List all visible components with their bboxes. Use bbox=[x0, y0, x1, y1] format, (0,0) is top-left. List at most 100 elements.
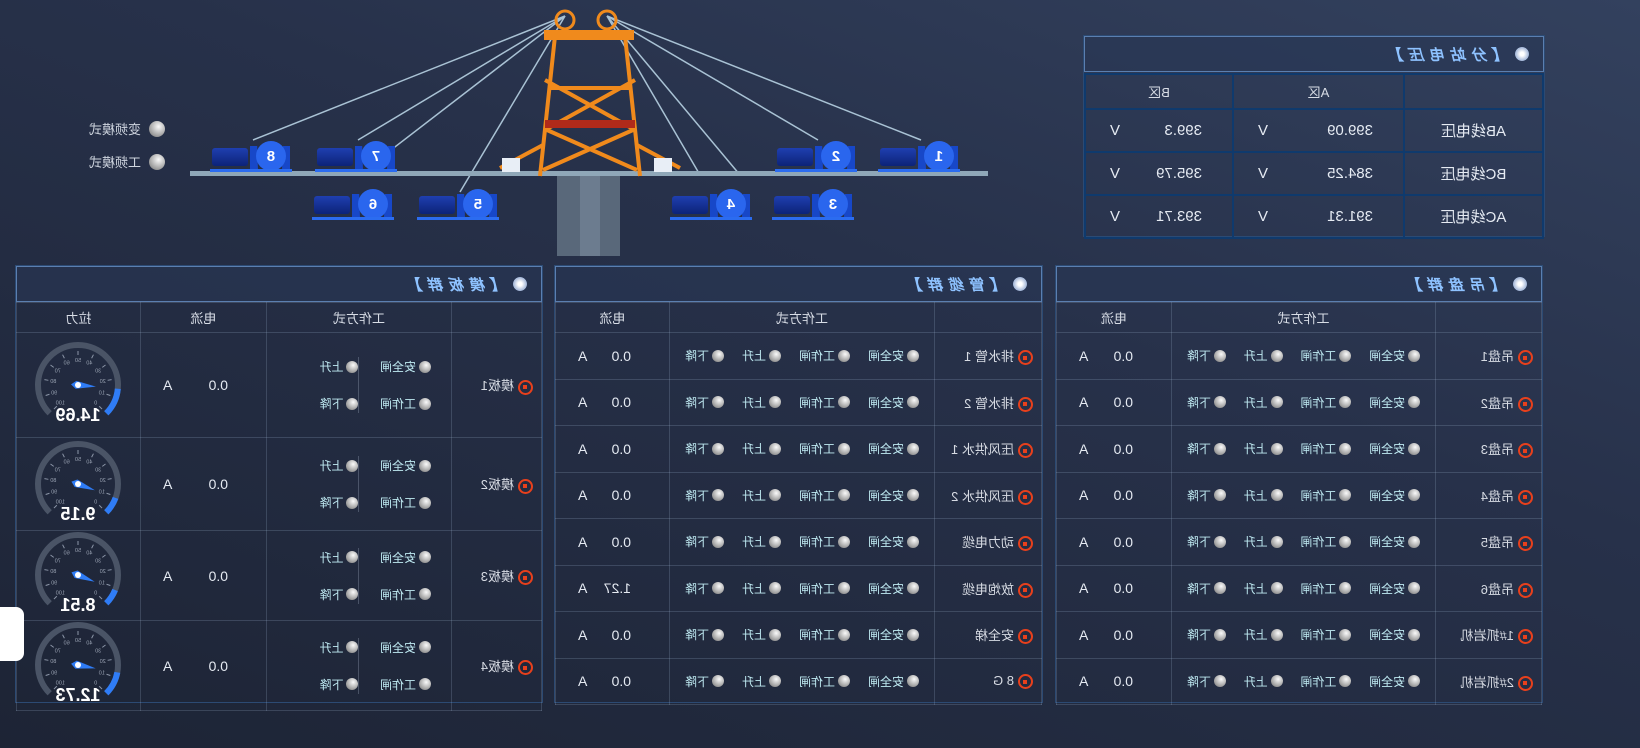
device-name: 模板1 bbox=[480, 378, 514, 394]
gauge-tick-label: 40 bbox=[87, 641, 93, 647]
winch-3[interactable]: 3 bbox=[772, 186, 854, 220]
status-lamp-icon bbox=[712, 489, 725, 502]
tower-banner bbox=[545, 120, 635, 128]
mode-label: 工作闸 bbox=[1300, 349, 1337, 364]
winch-1[interactable]: 1 bbox=[878, 138, 960, 172]
voltage-label: AC线电压 bbox=[1404, 195, 1543, 238]
winch-4[interactable]: 4 bbox=[670, 186, 752, 220]
gauge-tick-label: 20 bbox=[100, 659, 106, 665]
status-lamp-icon bbox=[712, 535, 725, 548]
winch-number: 5 bbox=[463, 189, 493, 219]
side-popup-tab[interactable] bbox=[0, 607, 24, 661]
mode-safety: 安全闸 bbox=[1369, 440, 1421, 457]
winch-number: 8 bbox=[256, 141, 286, 171]
gauge-tick-label: 30 bbox=[96, 558, 102, 564]
winch-5[interactable]: 5 bbox=[417, 186, 499, 220]
gauge-tick-label: 90 bbox=[52, 671, 58, 677]
gauge-tick-label: 70 bbox=[55, 648, 61, 654]
unit: A bbox=[163, 476, 173, 492]
gauge-tick bbox=[108, 477, 113, 480]
status-lamp-icon bbox=[907, 489, 920, 502]
winch-7[interactable]: 7 bbox=[315, 138, 397, 172]
gauge-tick-label: 20 bbox=[100, 569, 106, 575]
current-value: 0.0 bbox=[1113, 626, 1133, 643]
mode-safety: 安全闸 bbox=[1369, 673, 1421, 690]
status-lamp-icon bbox=[346, 459, 359, 472]
mode-safety: 安全闸 bbox=[1369, 394, 1421, 411]
device-name-cell: 安全梯 bbox=[934, 611, 1042, 658]
device-name-cell: 模板3 bbox=[451, 530, 542, 621]
work-mode-cell: 安全闸工作闸上升下降 bbox=[1171, 332, 1436, 379]
gauge-tick bbox=[54, 595, 58, 600]
work-mode-cell: 安全闸工作闸上升下降 bbox=[1171, 518, 1436, 565]
status-lamp-icon bbox=[838, 349, 851, 362]
mode-label: 下降 bbox=[1186, 395, 1211, 410]
mode-label: 安全闸 bbox=[379, 360, 416, 374]
gauge-tick-label: 70 bbox=[55, 467, 61, 473]
mode-up: 上升 bbox=[742, 347, 782, 364]
status-lamp-icon bbox=[1339, 396, 1352, 409]
mode-down: 下降 bbox=[685, 440, 725, 457]
alarm-indicator-icon bbox=[518, 570, 533, 586]
device-name-cell: 1#抓岩机 bbox=[1435, 611, 1542, 658]
voltage-value: 393.71 bbox=[1156, 208, 1202, 225]
mode-label: 工作闸 bbox=[799, 395, 836, 410]
work-mode-cell: 安全闸上升工作闸下降 bbox=[266, 332, 452, 438]
winch-6[interactable]: 6 bbox=[312, 186, 394, 220]
device-name-cell: 吊盘1 bbox=[1435, 332, 1542, 379]
mode-work: 工作闸 bbox=[1300, 533, 1352, 550]
speaker-icon bbox=[1515, 47, 1529, 61]
gauge-tick bbox=[91, 634, 95, 639]
status-lamp-icon bbox=[1339, 535, 1352, 548]
legend-label: 工频模式 bbox=[88, 155, 141, 170]
status-lamp-icon bbox=[1270, 349, 1283, 362]
winch-2[interactable]: 2 bbox=[775, 138, 857, 172]
winch-8[interactable]: 8 bbox=[210, 138, 292, 172]
status-lamp-icon bbox=[419, 678, 431, 690]
mode-up: 上升 bbox=[287, 549, 359, 566]
col-header: 工作方式 bbox=[1171, 302, 1436, 333]
mode-label: 工作闸 bbox=[1300, 628, 1337, 643]
gauge-tick bbox=[50, 554, 55, 558]
mode-label: 下降 bbox=[685, 488, 710, 503]
work-mode-cell: 安全闸工作闸上升下降 bbox=[1171, 611, 1436, 658]
mode-label: 安全闸 bbox=[1369, 674, 1406, 689]
col-header: 工作方式 bbox=[266, 302, 452, 333]
mode-safety: 安全闸 bbox=[868, 673, 920, 690]
gauge-tick bbox=[50, 644, 55, 648]
device-name: 压风供水 2 bbox=[951, 488, 1014, 504]
current-value: 0.0 bbox=[611, 626, 631, 643]
mode-label: 上升 bbox=[319, 360, 344, 374]
unit: V bbox=[1110, 208, 1121, 225]
status-lamp-icon bbox=[1270, 675, 1283, 688]
status-lamp-icon bbox=[838, 675, 851, 688]
mode-down: 下降 bbox=[287, 586, 359, 603]
